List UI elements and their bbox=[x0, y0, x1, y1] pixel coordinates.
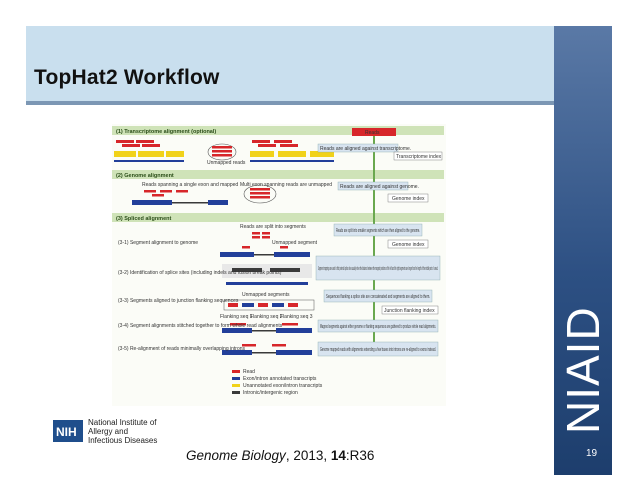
flow-stitch-text: Mapped segments against either genome or… bbox=[320, 324, 436, 330]
split-segment-reads bbox=[252, 232, 270, 239]
citation-year: , 2013, bbox=[285, 448, 331, 463]
workflow-diagram: (1) Transcriptome alignment (optional) (… bbox=[112, 126, 444, 396]
transcriptome-reads-right bbox=[250, 140, 334, 162]
flow-realign-step bbox=[317, 341, 439, 357]
flow-split-text: Reads are split into smaller segments wh… bbox=[336, 228, 420, 234]
legend-intronic: Intronic/intergenic region bbox=[243, 390, 298, 396]
legend-unannotated: Unannotated exon/intron transcripts bbox=[243, 383, 323, 389]
flow-genome-text: Reads are aligned against genome. bbox=[340, 184, 419, 190]
step-3-4-label: (3-4) Segment alignments stitched togeth… bbox=[118, 323, 283, 329]
title-divider bbox=[26, 101, 554, 105]
section-band-1 bbox=[112, 126, 444, 135]
segment-alignment-track bbox=[220, 246, 310, 257]
stitched-alignment-track bbox=[222, 323, 312, 333]
step-3-2-label: (3-2) Identification of splice sites (in… bbox=[118, 270, 282, 276]
citation-article: :R36 bbox=[345, 448, 375, 463]
annotation-unmapped-segments: Unmapped segments bbox=[242, 292, 290, 298]
nih-logo-icon: NIH bbox=[53, 420, 83, 442]
annotation-single-exon: Reads spanning a single exon and mapped bbox=[142, 182, 238, 188]
flow-junction-step bbox=[323, 289, 433, 303]
institute-line-1: National Institute of bbox=[88, 418, 157, 427]
flanking-sequence-track bbox=[223, 299, 315, 311]
genome-mapped-reads bbox=[132, 190, 228, 205]
niaid-wordmark: NIAID bbox=[557, 306, 609, 434]
annotation-flanking-3: Flanking seq 3 bbox=[280, 314, 313, 320]
section-1-label: (1) Transcriptome alignment (optional) bbox=[116, 129, 216, 135]
flow-transcriptome-step bbox=[317, 143, 399, 153]
flow-reads-label: Reads bbox=[365, 130, 380, 136]
annotation-multi-exon: Multi exon spanning reads are unmapped bbox=[240, 182, 332, 188]
tophat2-workflow-figure: (1) Transcriptome alignment (optional) (… bbox=[112, 124, 446, 406]
institute-name: National Institute of Allergy and Infect… bbox=[88, 418, 157, 445]
annotation-flanking-2: Flanking seq 2 bbox=[250, 314, 283, 320]
flow-reads-box bbox=[352, 128, 396, 136]
step-3-5-label: (3-5) Re-alignment of reads minimally ov… bbox=[118, 346, 245, 352]
annotation-unmapped-segment: Unmapped segment bbox=[272, 240, 318, 246]
realignment-track bbox=[222, 344, 312, 355]
flow-splice-site-text: Segment mappings are used to find potent… bbox=[318, 266, 438, 272]
junction-flanking-index-box bbox=[381, 305, 439, 315]
transcriptome-index-label: Transcriptome index bbox=[396, 154, 442, 160]
unmapped-reads-ellipse bbox=[207, 143, 237, 161]
institute-line-2: Allergy and bbox=[88, 427, 129, 436]
flow-split-step bbox=[333, 223, 423, 237]
splice-site-track bbox=[222, 264, 312, 285]
flow-stitch-step bbox=[317, 319, 439, 333]
slide-title: TopHat2 Workflow bbox=[34, 66, 220, 89]
brand-sidebar bbox=[554, 26, 612, 475]
legend-read: Read bbox=[243, 369, 255, 375]
flow-junction-text: Sequences flanking a splice site are con… bbox=[326, 294, 430, 300]
transcriptome-reads-left bbox=[114, 140, 184, 162]
genome-index-label-2: Genome index bbox=[392, 242, 425, 248]
legend-annotated: Exon/intron annotated transcripts bbox=[243, 376, 317, 382]
nih-logo-text: NIH bbox=[56, 425, 77, 439]
header-band bbox=[26, 26, 554, 102]
citation-volume: 14 bbox=[330, 448, 346, 463]
section-band-2 bbox=[112, 170, 444, 179]
institute-line-3: Infectious Diseases bbox=[88, 436, 158, 445]
multi-exon-reads bbox=[250, 188, 270, 199]
section-2-label: (2) Genome alignment bbox=[116, 173, 174, 179]
step-3-1-label: (3-1) Segment alignment to genome bbox=[118, 240, 198, 246]
genome-index-box-2 bbox=[387, 239, 429, 249]
citation: Genome Biology, 2013, 14:R36 bbox=[186, 448, 374, 463]
step-3-3-label: (3-3) Segments aligned to junction flank… bbox=[118, 298, 239, 304]
transcriptome-index-box bbox=[393, 151, 443, 161]
section-3-label: (3) Spliced alignment bbox=[116, 216, 171, 222]
junction-flanking-index-label: Junction flanking index bbox=[384, 308, 435, 314]
genome-index-label-1: Genome index bbox=[392, 196, 425, 202]
annotation-flanking-1: Flanking seq 1 bbox=[220, 314, 253, 320]
multi-exon-ellipse bbox=[243, 184, 277, 204]
citation-journal: Genome Biology bbox=[186, 448, 286, 463]
annotation-split-segments: Reads are split into segments bbox=[240, 224, 306, 230]
section-band-3 bbox=[112, 213, 444, 222]
page-number: 19 bbox=[586, 448, 598, 459]
unmapped-reads-stack bbox=[212, 146, 232, 157]
flow-realign-text: Genome mapped reads with alignments exte… bbox=[320, 347, 436, 353]
flow-splice-site-step bbox=[315, 255, 441, 281]
annotation-unmapped-reads: Unmapped reads bbox=[207, 160, 246, 166]
genome-index-box-1 bbox=[387, 193, 429, 203]
figure-legend: Read Exon/intron annotated transcripts U… bbox=[232, 369, 323, 396]
flow-transcriptome-text: Reads are aligned against transcriptome. bbox=[320, 146, 411, 152]
flow-genome-step bbox=[337, 181, 409, 191]
